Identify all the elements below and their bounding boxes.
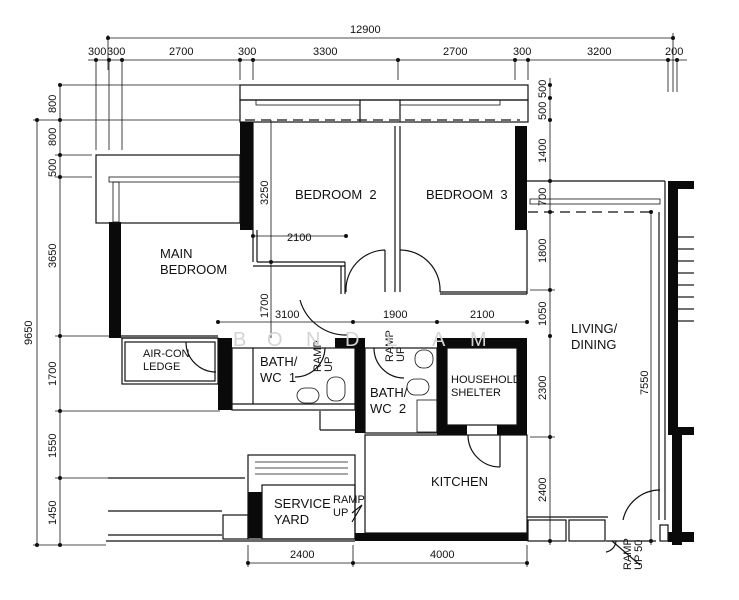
dim-left-6: 1550 xyxy=(47,434,59,458)
living-outline: 7550 xyxy=(527,180,694,566)
svg-text:D: D xyxy=(345,329,359,351)
dim-right-6: 1050 xyxy=(537,302,549,326)
label-bath2-1: BATH/ xyxy=(370,385,408,400)
dim-top-2: 300 xyxy=(107,46,125,58)
label-service-yard-2: YARD xyxy=(274,512,309,527)
label-living-2: DINING xyxy=(571,337,617,352)
dim-bed2-corridor: 2100 xyxy=(287,232,311,244)
dim-left-7: 1450 xyxy=(47,501,59,525)
svg-text:L: L xyxy=(386,329,397,351)
main-bedroom-door-swing xyxy=(299,299,349,336)
dim-corridor-vertical: 1700 xyxy=(259,294,271,318)
dim-top-3: 2700 xyxy=(169,46,193,58)
exterior-walls xyxy=(109,122,694,545)
label-main-bedroom-1: MAIN xyxy=(160,246,193,261)
label-main-bedroom-2: BEDROOM xyxy=(160,262,227,277)
dim-corridor-3100: 3100 xyxy=(275,309,299,321)
dim-right-1: 500 xyxy=(537,80,549,98)
bedroom2-door-swing xyxy=(345,249,386,293)
bath2-outline xyxy=(364,347,438,434)
bedroom-partitions xyxy=(299,126,528,336)
dim-left-4: 3650 xyxy=(47,244,59,268)
label-bath2-2: WC 2 xyxy=(370,401,406,416)
label-shelter-2: SHELTER xyxy=(451,387,501,399)
right-dimension-chain: 500 500 1400 700 1800 1050 2300 2400 xyxy=(530,78,665,545)
dim-top-1: 300 xyxy=(88,46,106,58)
dim-right-5: 1800 xyxy=(537,239,549,263)
shelter-outline xyxy=(446,347,518,426)
bedroom3-door-swing xyxy=(399,249,441,293)
dim-top-6: 2700 xyxy=(443,46,467,58)
label-ramp-bath2-1: RAMP xyxy=(384,330,396,362)
svg-text:B: B xyxy=(233,329,246,351)
dim-top-4: 300 xyxy=(238,46,256,58)
label-ramp-yard-2: UP xyxy=(333,507,348,519)
bath1-outline xyxy=(231,347,356,411)
svg-text:N: N xyxy=(306,329,320,351)
balcony-railing xyxy=(678,236,694,322)
dim-top-5: 3300 xyxy=(313,46,337,58)
label-ramp-bath1-2: UP xyxy=(323,357,335,372)
dim-top-8: 3200 xyxy=(587,46,611,58)
corridor-dimension-chain: 3250 2100 1700 3100 1900 2100 xyxy=(216,120,529,338)
dim-bed2-height: 3250 xyxy=(259,181,271,205)
service-yard-outline xyxy=(106,411,365,542)
dim-bottom-2: 4000 xyxy=(430,549,454,561)
label-bath1-1: BATH/ xyxy=(260,354,298,369)
dim-top-overall: 12900 xyxy=(350,24,381,36)
label-bedroom-3: BEDROOM 3 xyxy=(426,187,508,202)
label-ramp-bath1-1: RAMP xyxy=(312,340,324,372)
bottom-dimension-chain: 2400 4000 xyxy=(246,545,529,567)
toilet1b-icon xyxy=(326,376,346,402)
top-planter-ledge xyxy=(239,84,529,123)
top-dimension-chain: 12900 300 300 2700 300 3300 2700 300 320… xyxy=(88,24,687,150)
dim-top-7: 300 xyxy=(513,46,531,58)
svg-text:M: M xyxy=(470,329,487,351)
label-aircon-1: AIR-CON xyxy=(143,348,190,360)
label-kitchen: KITCHEN xyxy=(431,474,488,489)
dim-right-3: 1400 xyxy=(537,139,549,163)
aircon-ledge-outline xyxy=(121,337,219,385)
dim-left-1: 800 xyxy=(47,95,59,113)
dim-living-height: 7550 xyxy=(639,371,651,395)
dim-right-2: 500 xyxy=(537,102,549,120)
toilet1-icon xyxy=(296,387,320,404)
label-living-1: LIVING/ xyxy=(571,321,618,336)
svg-text:O: O xyxy=(267,329,283,351)
dim-top-9: 200 xyxy=(665,46,683,58)
label-ramp-entry-1: RAMP xyxy=(622,538,634,570)
main-bedroom-outline xyxy=(95,122,346,339)
label-service-yard-1: SERVICE xyxy=(274,496,331,511)
label-shelter-1: HOUSEHOLD xyxy=(451,374,521,386)
kitchen-outline xyxy=(364,434,528,534)
label-ramp-bath2-2: UP xyxy=(395,347,407,362)
label-bedroom-2: BEDROOM 2 xyxy=(295,187,377,202)
dim-right-7: 2300 xyxy=(537,376,549,400)
dim-left-2: 800 xyxy=(47,128,59,146)
dim-left-overall: 9650 xyxy=(23,321,35,345)
svg-text:A: A xyxy=(432,329,446,351)
dim-right-4: 700 xyxy=(537,188,549,206)
watermark: B O N D L A M xyxy=(233,329,487,351)
dim-right-8: 2400 xyxy=(537,478,549,502)
dim-left-3: 500 xyxy=(47,159,59,177)
dim-corridor-2100: 2100 xyxy=(470,309,494,321)
dim-corridor-1900: 1900 xyxy=(383,309,407,321)
dim-bottom-1: 2400 xyxy=(290,549,314,561)
dim-left-5: 1700 xyxy=(47,362,59,386)
left-dimension-chain: 9650 800 800 500 3650 1700 1550 1450 xyxy=(23,83,240,547)
label-bath1-2: WC 1 xyxy=(260,370,296,385)
label-ramp-yard-1: RAMP xyxy=(333,494,365,506)
label-aircon-2: LEDGE xyxy=(143,361,180,373)
label-ramp-entry-2: UP 50 xyxy=(633,540,645,570)
